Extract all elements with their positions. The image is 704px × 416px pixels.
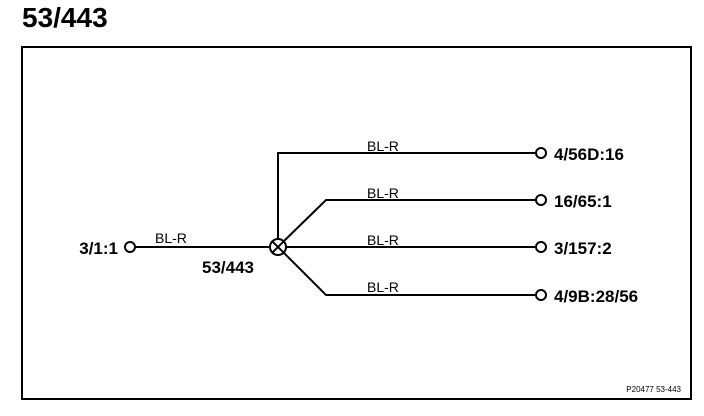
splice-node [269,238,287,256]
page-title: 53/443 [22,2,108,33]
output-wire-4 [283,252,536,296]
input-connector-label: 3/1:1 [79,239,118,258]
output-terminal-1 [535,147,547,159]
output-connector-label-4: 4/9B:28/56 [554,287,638,306]
output-connector-label-3: 3/157:2 [554,239,612,258]
input-terminal [124,241,136,253]
output-connector-label-2: 16/65:1 [554,192,612,211]
output-wire-label-1: BL-R [367,138,399,154]
output-terminal-3 [535,241,547,253]
output-wire-label-4: BL-R [367,279,399,295]
reference-code: P20477 53-443 [626,385,681,394]
output-wire-2 [283,199,536,242]
input-wire-label: BL-R [155,230,187,246]
output-connector-label-1: 4/56D:16 [554,145,624,164]
output-wire-1 [277,152,536,239]
output-wire-label-3: BL-R [367,232,399,248]
output-wire-label-2: BL-R [367,185,399,201]
splice-label: 53/443 [202,258,254,277]
diagram-frame [21,46,692,400]
output-terminal-2 [535,194,547,206]
output-terminal-4 [535,289,547,301]
